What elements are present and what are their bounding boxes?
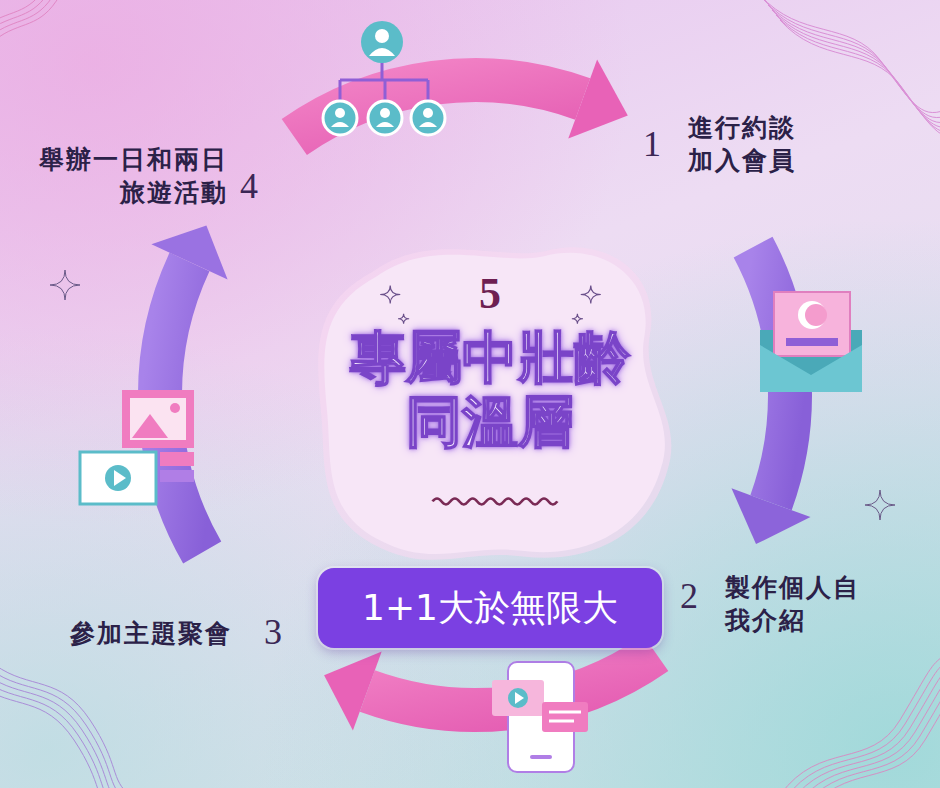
step-number-holder: 4 xyxy=(240,168,258,204)
phone-icon xyxy=(542,702,588,732)
media-icon xyxy=(130,398,186,440)
cycle-arrow xyxy=(151,226,227,280)
cycle-arrow xyxy=(294,80,582,137)
step-label: 進行約談 加入會員 xyxy=(688,112,806,177)
corner-waves xyxy=(780,655,940,788)
media-icon xyxy=(114,470,126,486)
blob-fill xyxy=(324,253,665,554)
org-chart-icon xyxy=(323,101,357,135)
org-chart-icon xyxy=(335,108,345,118)
corner-waves xyxy=(0,0,60,40)
org-chart-icon xyxy=(369,48,395,56)
cycle-arrow xyxy=(324,652,382,731)
media-icon xyxy=(132,414,168,438)
media-icon xyxy=(170,403,180,413)
phone-icon xyxy=(530,755,552,759)
org-chart-icon xyxy=(419,122,437,127)
media-icon xyxy=(80,452,156,504)
mail-icon xyxy=(786,338,838,346)
corner-waves xyxy=(0,675,122,788)
cycle-arrow xyxy=(151,226,227,553)
corner-waves xyxy=(0,0,48,28)
mail-icon xyxy=(774,292,850,356)
corner-waves xyxy=(772,10,940,128)
org-chart-icon xyxy=(380,108,390,118)
sparkle xyxy=(398,314,409,324)
step-number-holder: 2 xyxy=(680,578,698,614)
phone-icon xyxy=(492,662,588,772)
step-label: 舉辦一日和兩日 旅遊活動 xyxy=(23,144,228,209)
corner-waves xyxy=(0,665,130,788)
sparkle xyxy=(580,285,600,303)
corner-waves xyxy=(776,15,940,133)
media-icon xyxy=(80,390,194,504)
media-icon xyxy=(160,452,194,466)
corner-waves xyxy=(780,655,940,788)
corner-waves xyxy=(805,675,940,788)
phone-icon xyxy=(515,692,524,704)
step-label: 製作個人自 我介紹 xyxy=(725,572,870,637)
corner-waves xyxy=(0,680,118,788)
cycle-arrow xyxy=(732,488,811,544)
mail-icon xyxy=(760,292,862,392)
step-number: 1 xyxy=(643,126,661,162)
cycle-arrow xyxy=(568,60,628,139)
org-chart-icon xyxy=(376,122,394,127)
step-label-holder: 參加主題聚會 xyxy=(70,618,232,651)
media-icon xyxy=(160,470,194,482)
sparkle xyxy=(865,490,895,520)
step-number-holder: 1 xyxy=(643,126,661,162)
org-chart-icon xyxy=(331,122,349,127)
media-icon xyxy=(122,390,194,448)
corner-waves xyxy=(790,663,940,788)
corner-waves xyxy=(795,667,940,788)
corner-waves xyxy=(780,20,940,138)
step-label: 參加主題聚會 xyxy=(70,618,232,651)
step-number: 4 xyxy=(240,168,258,204)
center-title: 專屬中壯齡 同溫層 xyxy=(342,326,639,455)
sparkle xyxy=(50,270,80,300)
step-number-holder: 3 xyxy=(264,614,282,650)
step-number: 3 xyxy=(264,614,282,650)
cycle-arrow xyxy=(324,652,656,731)
org-chart-icon xyxy=(361,21,403,63)
cycle-arrow xyxy=(294,60,628,139)
media-icon xyxy=(105,465,131,491)
blob-glow xyxy=(318,247,671,560)
corner-waves xyxy=(785,659,940,788)
phone-icon xyxy=(549,712,581,721)
org-chart-icon xyxy=(323,21,445,135)
mail-icon xyxy=(798,301,826,329)
phone-icon xyxy=(492,680,544,716)
mail-icon xyxy=(805,304,827,326)
org-chart-icon xyxy=(423,108,433,118)
callout-number: 5 xyxy=(479,272,501,316)
step-label-holder: 進行約談 加入會員 xyxy=(688,112,806,177)
center-blob: 5 專屬中壯齡 同溫層 xyxy=(310,236,671,565)
org-chart-icon xyxy=(375,29,389,43)
org-chart-icon xyxy=(340,62,428,100)
step-number: 2 xyxy=(680,578,698,614)
phone-icon xyxy=(508,688,528,708)
org-chart-icon xyxy=(411,101,445,135)
step-label-holder: 舉辦一日和兩日 旅遊活動 xyxy=(23,144,228,209)
corner-waves xyxy=(764,0,940,118)
slogan-box: 1+1大於無限大 xyxy=(318,568,662,648)
corner-waves xyxy=(0,0,52,32)
sparkle xyxy=(380,285,400,303)
sparkle xyxy=(571,314,582,324)
wavy-line xyxy=(432,498,557,504)
corner-waves xyxy=(0,685,114,788)
org-chart-icon xyxy=(368,101,402,135)
step-label-holder: 製作個人自 我介紹 xyxy=(725,572,870,637)
corner-waves xyxy=(0,670,126,788)
corner-waves xyxy=(800,671,940,788)
slogan-text: 1+1大於無限大 xyxy=(362,586,618,629)
mail-icon xyxy=(760,345,862,392)
